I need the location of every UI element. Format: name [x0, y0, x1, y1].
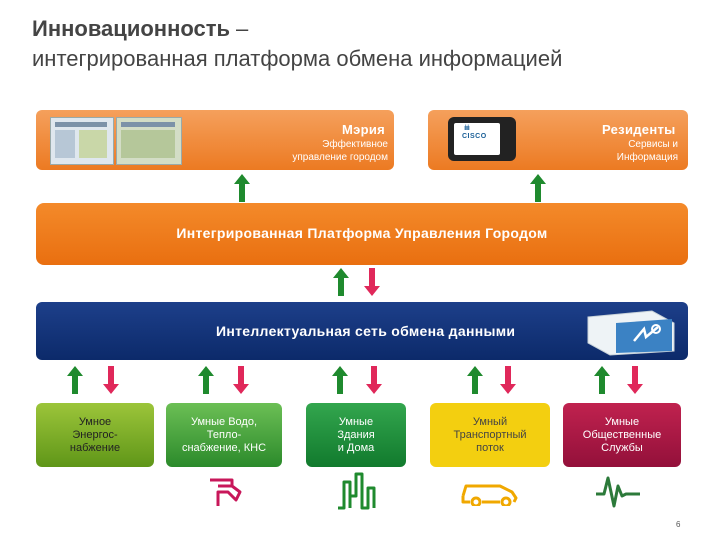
city-hall-sub-line1: Эффективное — [322, 139, 388, 150]
title-line1: Инновационность — [32, 16, 231, 41]
network-label: Интеллектуальная сеть обмена данными — [216, 323, 516, 339]
arrow-down-icon — [364, 268, 380, 296]
card-line: поток — [476, 441, 504, 454]
map-screenshot-image — [116, 117, 182, 165]
residents-sub-line2: Информация — [616, 152, 678, 163]
card-line: набжение — [69, 441, 121, 454]
residents-title: Резиденты — [602, 122, 676, 137]
cisco-logo: CISCO — [462, 133, 487, 140]
city-platform-bar: Интегрированная Платформа Управления Гор… — [36, 203, 688, 265]
faucet-icon — [210, 478, 242, 506]
page-number: 6 — [676, 520, 681, 529]
title-line2: интегрированная платформа обмена информа… — [32, 46, 563, 71]
router-device-icon — [587, 310, 675, 356]
arrow-up-icon — [467, 366, 483, 394]
card-line: Умное — [78, 415, 112, 428]
card-line: Транспортный — [453, 428, 527, 441]
arrow-up-icon — [530, 174, 546, 202]
arrow-down-icon — [233, 366, 249, 394]
card-line: Общественные — [582, 428, 662, 441]
card-line: Энергос- — [72, 428, 118, 441]
arrow-down-icon — [500, 366, 516, 394]
card-line: Тепло- — [206, 428, 242, 441]
map-screenshot-image — [50, 117, 114, 165]
card-line: и Дома — [337, 441, 375, 454]
car-icon — [461, 484, 518, 506]
residents-sub-line1: Сервисы и — [628, 139, 678, 150]
arrow-up-icon — [333, 268, 349, 296]
card-line: Умные — [338, 415, 374, 428]
arrow-up-icon — [234, 174, 250, 202]
card-line: Умные Водо, — [190, 415, 258, 428]
arrow-up-icon — [594, 366, 610, 394]
arrow-up-icon — [67, 366, 83, 394]
city-hall-subtitle: Эффективное управление городом — [250, 138, 388, 164]
slide-title: Инновационность– интегрированная платфор… — [32, 14, 562, 74]
cisco-bars-icon: ılıılı — [464, 125, 470, 132]
card-line: снабжение, КНС — [181, 441, 267, 454]
heartbeat-icon — [596, 476, 640, 508]
arrow-up-icon — [332, 366, 348, 394]
platform-label: Интегрированная Платформа Управления Гор… — [176, 225, 548, 241]
arrow-up-icon — [198, 366, 214, 394]
title-dash: – — [236, 16, 249, 41]
card-water-heat: Умные Водо,Тепло-снабжение, КНС — [166, 403, 282, 467]
city-hall-sub-line2: управление городом — [292, 152, 388, 163]
card-line: Здания — [337, 428, 375, 441]
city-hall-title: Мэрия — [342, 122, 386, 137]
arrow-down-icon — [103, 366, 119, 394]
card-line: Умный — [472, 415, 508, 428]
residents-subtitle: Сервисы и Информация — [560, 138, 678, 164]
arrow-down-icon — [366, 366, 382, 394]
card-line: Умные — [604, 415, 640, 428]
building-icon — [338, 472, 376, 510]
card-line: Службы — [601, 441, 643, 454]
arrow-down-icon — [627, 366, 643, 394]
data-network-bar: Интеллектуальная сеть обмена данными — [36, 302, 688, 360]
cisco-phone-image: ılıılı CISCO — [448, 117, 516, 161]
